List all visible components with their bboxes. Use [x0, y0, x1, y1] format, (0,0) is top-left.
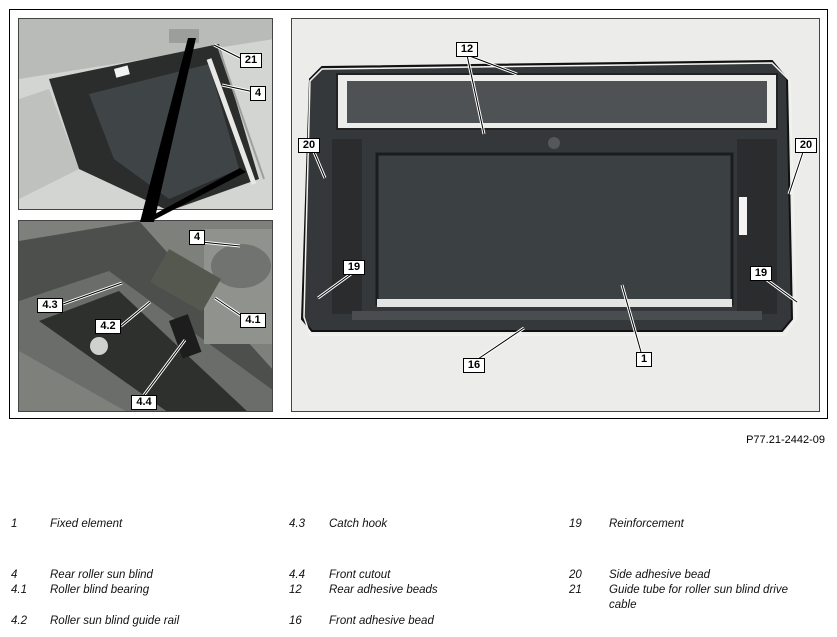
legend-text: Rear adhesive beads: [329, 584, 438, 596]
legend-number: 1: [11, 518, 18, 530]
legend-number: 4.3: [289, 518, 305, 530]
callout-16: 16: [463, 358, 485, 373]
rail-detail-illustration: [19, 221, 272, 411]
legend-number: 19: [569, 518, 582, 530]
callout-4-4: 4.4: [131, 395, 157, 410]
legend-text: Rear roller sun blind: [50, 569, 153, 581]
legend-number: 12: [289, 584, 302, 596]
callout-4-2: 4.2: [95, 319, 121, 334]
legend-number: 21: [569, 584, 582, 596]
legend-number: 20: [569, 569, 582, 581]
legend-number: 4.4: [289, 569, 305, 581]
legend-number: 4.2: [11, 615, 27, 627]
callout-21: 21: [240, 53, 262, 68]
legend-text: Fixed element: [50, 518, 123, 530]
callout-4-1: 4.1: [240, 313, 266, 328]
legend-text: Reinforcement: [609, 518, 684, 530]
legend-text: Side adhesive bead: [609, 569, 711, 581]
figure-reference: P77.21-2442-09: [746, 434, 825, 446]
callout-12: 12: [456, 42, 478, 57]
callout-19-left: 19: [343, 260, 365, 275]
callout-20-left: 20: [298, 138, 320, 153]
legend-text: Front cutout: [329, 569, 391, 581]
callout-4-3: 4.3: [37, 298, 63, 313]
sunroof-panel-illustration: [292, 19, 819, 411]
figure-frame: [9, 9, 828, 419]
legend-text: Guide tube for roller sun blind drive: [609, 584, 788, 596]
legend-number: 4.1: [11, 584, 27, 596]
callout-4-mid: 4: [189, 230, 205, 245]
photo-sunroof-panel: [291, 18, 820, 412]
photo-roof-opening: [18, 18, 273, 210]
legend-text: Roller sun blind guide rail: [50, 615, 180, 627]
legend-text: Front adhesive bead: [329, 615, 434, 627]
legend-text: cable: [609, 599, 637, 611]
callout-4-top: 4: [250, 86, 266, 101]
legend-text: Catch hook: [329, 518, 388, 530]
legend-text: Roller blind bearing: [50, 584, 150, 596]
roof-opening-illustration: [19, 19, 272, 209]
legend-number: 16: [289, 615, 302, 627]
legend-number: 4: [11, 569, 18, 581]
photo-rail-detail: [18, 220, 273, 412]
callout-1: 1: [636, 352, 652, 367]
callout-19-right: 19: [750, 266, 772, 281]
callout-20-right: 20: [795, 138, 817, 153]
